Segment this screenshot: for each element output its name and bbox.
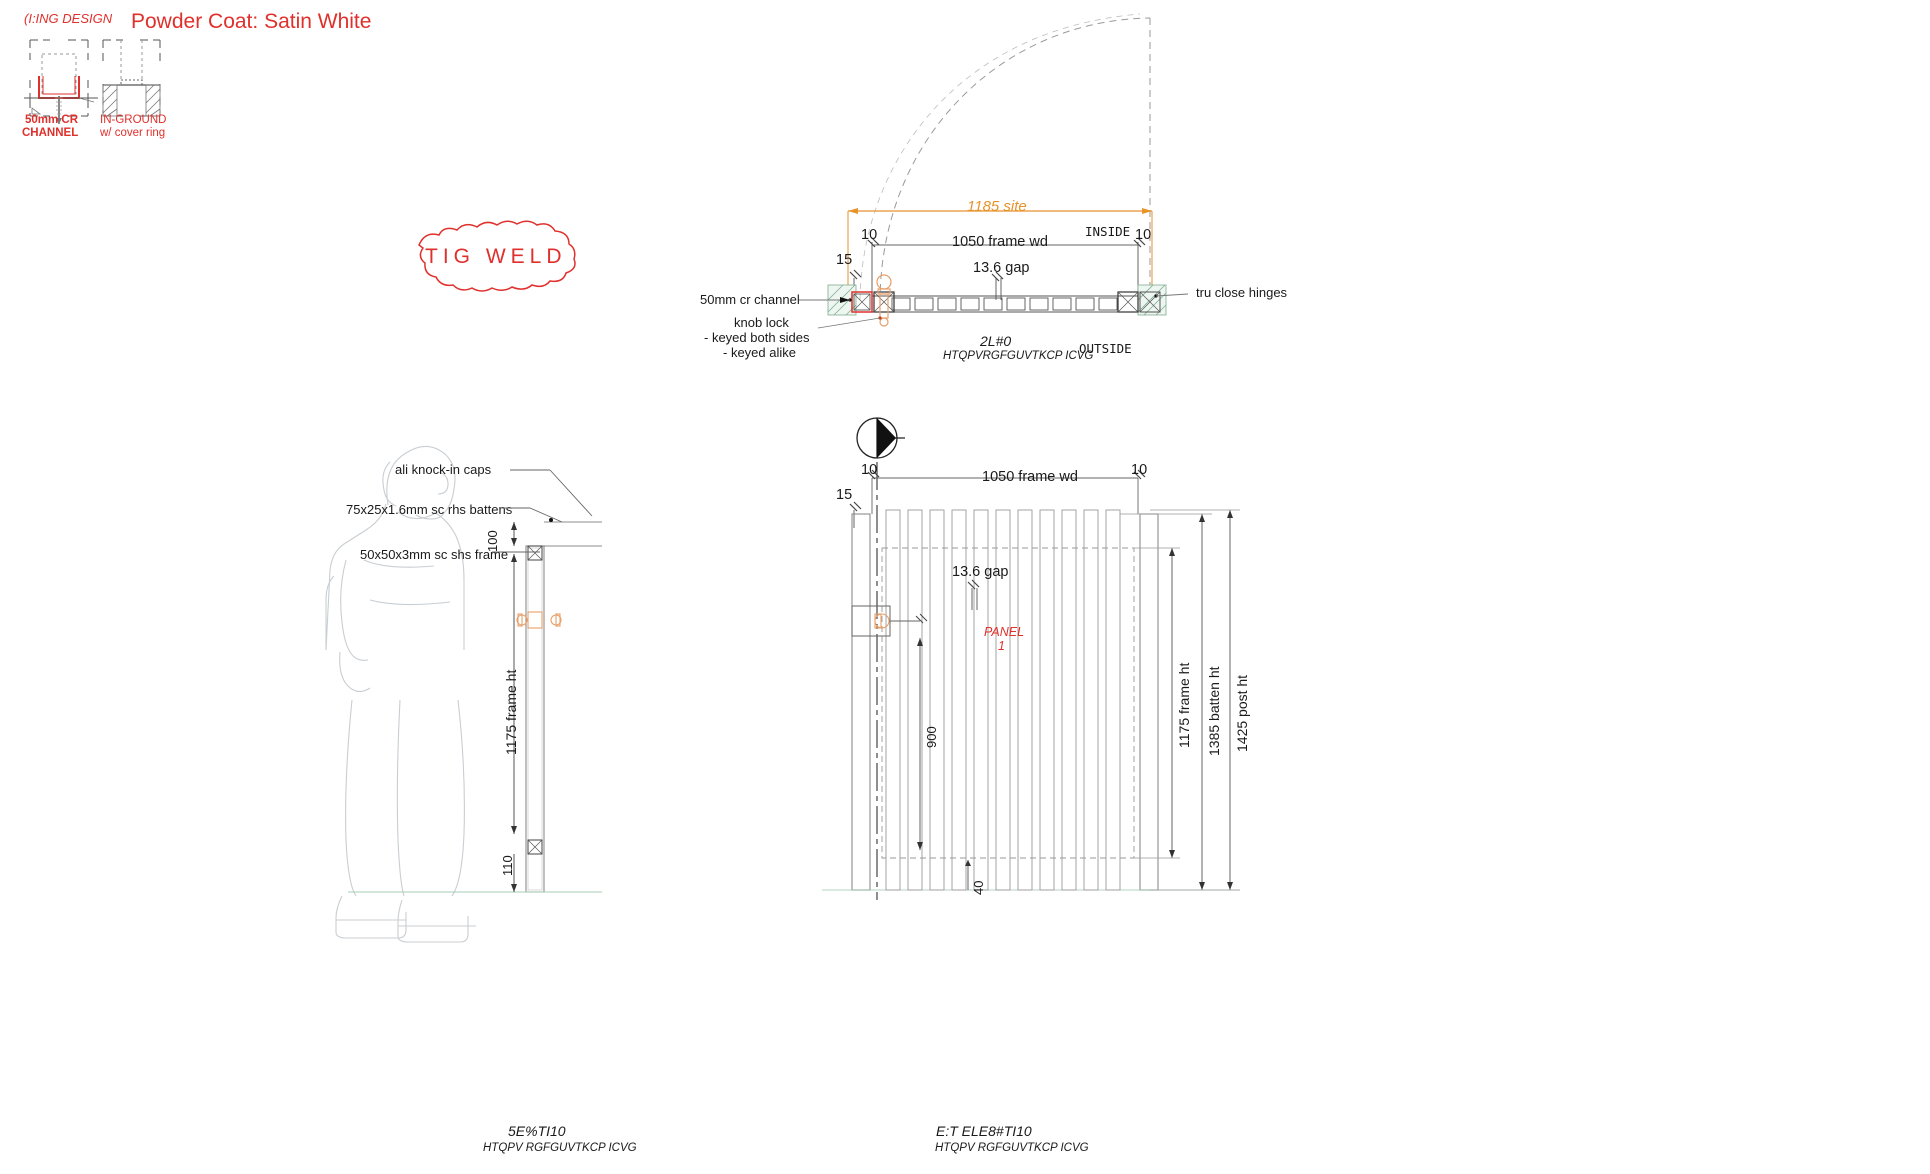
side-battens-label: 75x25x1.6mm sc rhs battens bbox=[346, 502, 513, 517]
side-frame-height-dim: 1175 frame ht bbox=[503, 669, 519, 755]
front-right-gap-dim: 10 bbox=[1131, 462, 1148, 478]
plan-channel-label: 50mm cr channel bbox=[700, 292, 800, 307]
plan-lock-label-line3: - keyed alike bbox=[723, 345, 796, 360]
plan-left-gap-dim: 10 bbox=[861, 227, 878, 243]
cr-channel-label-line2: CHANNEL bbox=[22, 127, 79, 139]
in-ground-label-line2: w/ cover ring bbox=[100, 127, 166, 139]
plan-caption-title: 2L#0 bbox=[980, 333, 1012, 349]
plan-site-dim: 1185 site bbox=[967, 198, 1027, 215]
front-caption-sub: HTQPV RGFGUVTKCP ICVG bbox=[935, 1142, 1089, 1154]
front-lock-height-dim: 900 bbox=[924, 726, 939, 748]
front-frame-height-dim: 1175 frame ht bbox=[1176, 662, 1192, 748]
front-panel-label-line1: PANEL bbox=[984, 625, 1025, 639]
plan-lock-label-line2: - keyed both sides bbox=[704, 330, 810, 345]
side-elevation-drawing bbox=[348, 521, 602, 893]
front-elevation-drawing bbox=[822, 417, 1240, 900]
plan-hinges-label: tru close hinges bbox=[1196, 285, 1288, 300]
front-bottom-gap-dim: 40 bbox=[971, 880, 986, 895]
plan-right-gap-dim: 10 bbox=[1135, 227, 1152, 243]
human-figure-silhouette bbox=[325, 445, 476, 943]
side-label-leaders bbox=[492, 469, 593, 553]
tig-weld-stamp-outline bbox=[418, 220, 576, 292]
front-caption-title: E:T ELE8#TI10 bbox=[936, 1123, 1032, 1139]
front-post-height-dim: 1425 post ht bbox=[1234, 674, 1250, 752]
front-batten-height-dim: 1385 batten ht bbox=[1206, 666, 1222, 756]
finish-note: Powder Coat: Satin White bbox=[131, 10, 372, 33]
in-ground-detail-drawing bbox=[102, 39, 161, 117]
front-gap-dim: 13.6 gap bbox=[952, 564, 1009, 580]
side-caption-title: 5E%TI10 bbox=[508, 1123, 566, 1139]
plan-left-post-dim: 15 bbox=[836, 252, 853, 268]
plan-view-drawing bbox=[798, 13, 1189, 329]
side-bottom-dim: 110 bbox=[500, 855, 515, 876]
side-frame-label: 50x50x3mm sc shs frame bbox=[360, 547, 509, 562]
designer-label: (I:ING DESIGN bbox=[24, 11, 113, 26]
front-left-gap-dim: 10 bbox=[861, 462, 878, 478]
front-panel-label-line2: 1 bbox=[998, 639, 1005, 653]
plan-inside-label: INSIDE bbox=[1085, 224, 1131, 239]
cr-channel-detail-drawing bbox=[24, 39, 98, 124]
side-caps-label: ali knock-in caps bbox=[395, 462, 492, 477]
plan-frame-width-dim: 1050 frame wd bbox=[952, 234, 1048, 250]
plan-gap-dim: 13.6 gap bbox=[973, 260, 1030, 276]
in-ground-label-line1: IN-GROUND bbox=[100, 114, 167, 126]
cr-channel-label-line1: 50mm CR bbox=[25, 114, 79, 126]
tig-weld-stamp-text: TIG WELD bbox=[425, 245, 567, 268]
plan-outside-label: OUTSIDE bbox=[1079, 341, 1132, 356]
side-top-dim: 100 bbox=[485, 530, 500, 552]
plan-caption-sub: HTQPVRGFGUVTKCP ICVG bbox=[943, 350, 1094, 362]
front-left-post-dim: 15 bbox=[836, 487, 853, 503]
front-frame-width-dim: 1050 frame wd bbox=[982, 469, 1078, 485]
side-caption-sub: HTQPV RGFGUVTKCP ICVG bbox=[483, 1142, 637, 1154]
plan-lock-label-line1: knob lock bbox=[734, 315, 789, 330]
